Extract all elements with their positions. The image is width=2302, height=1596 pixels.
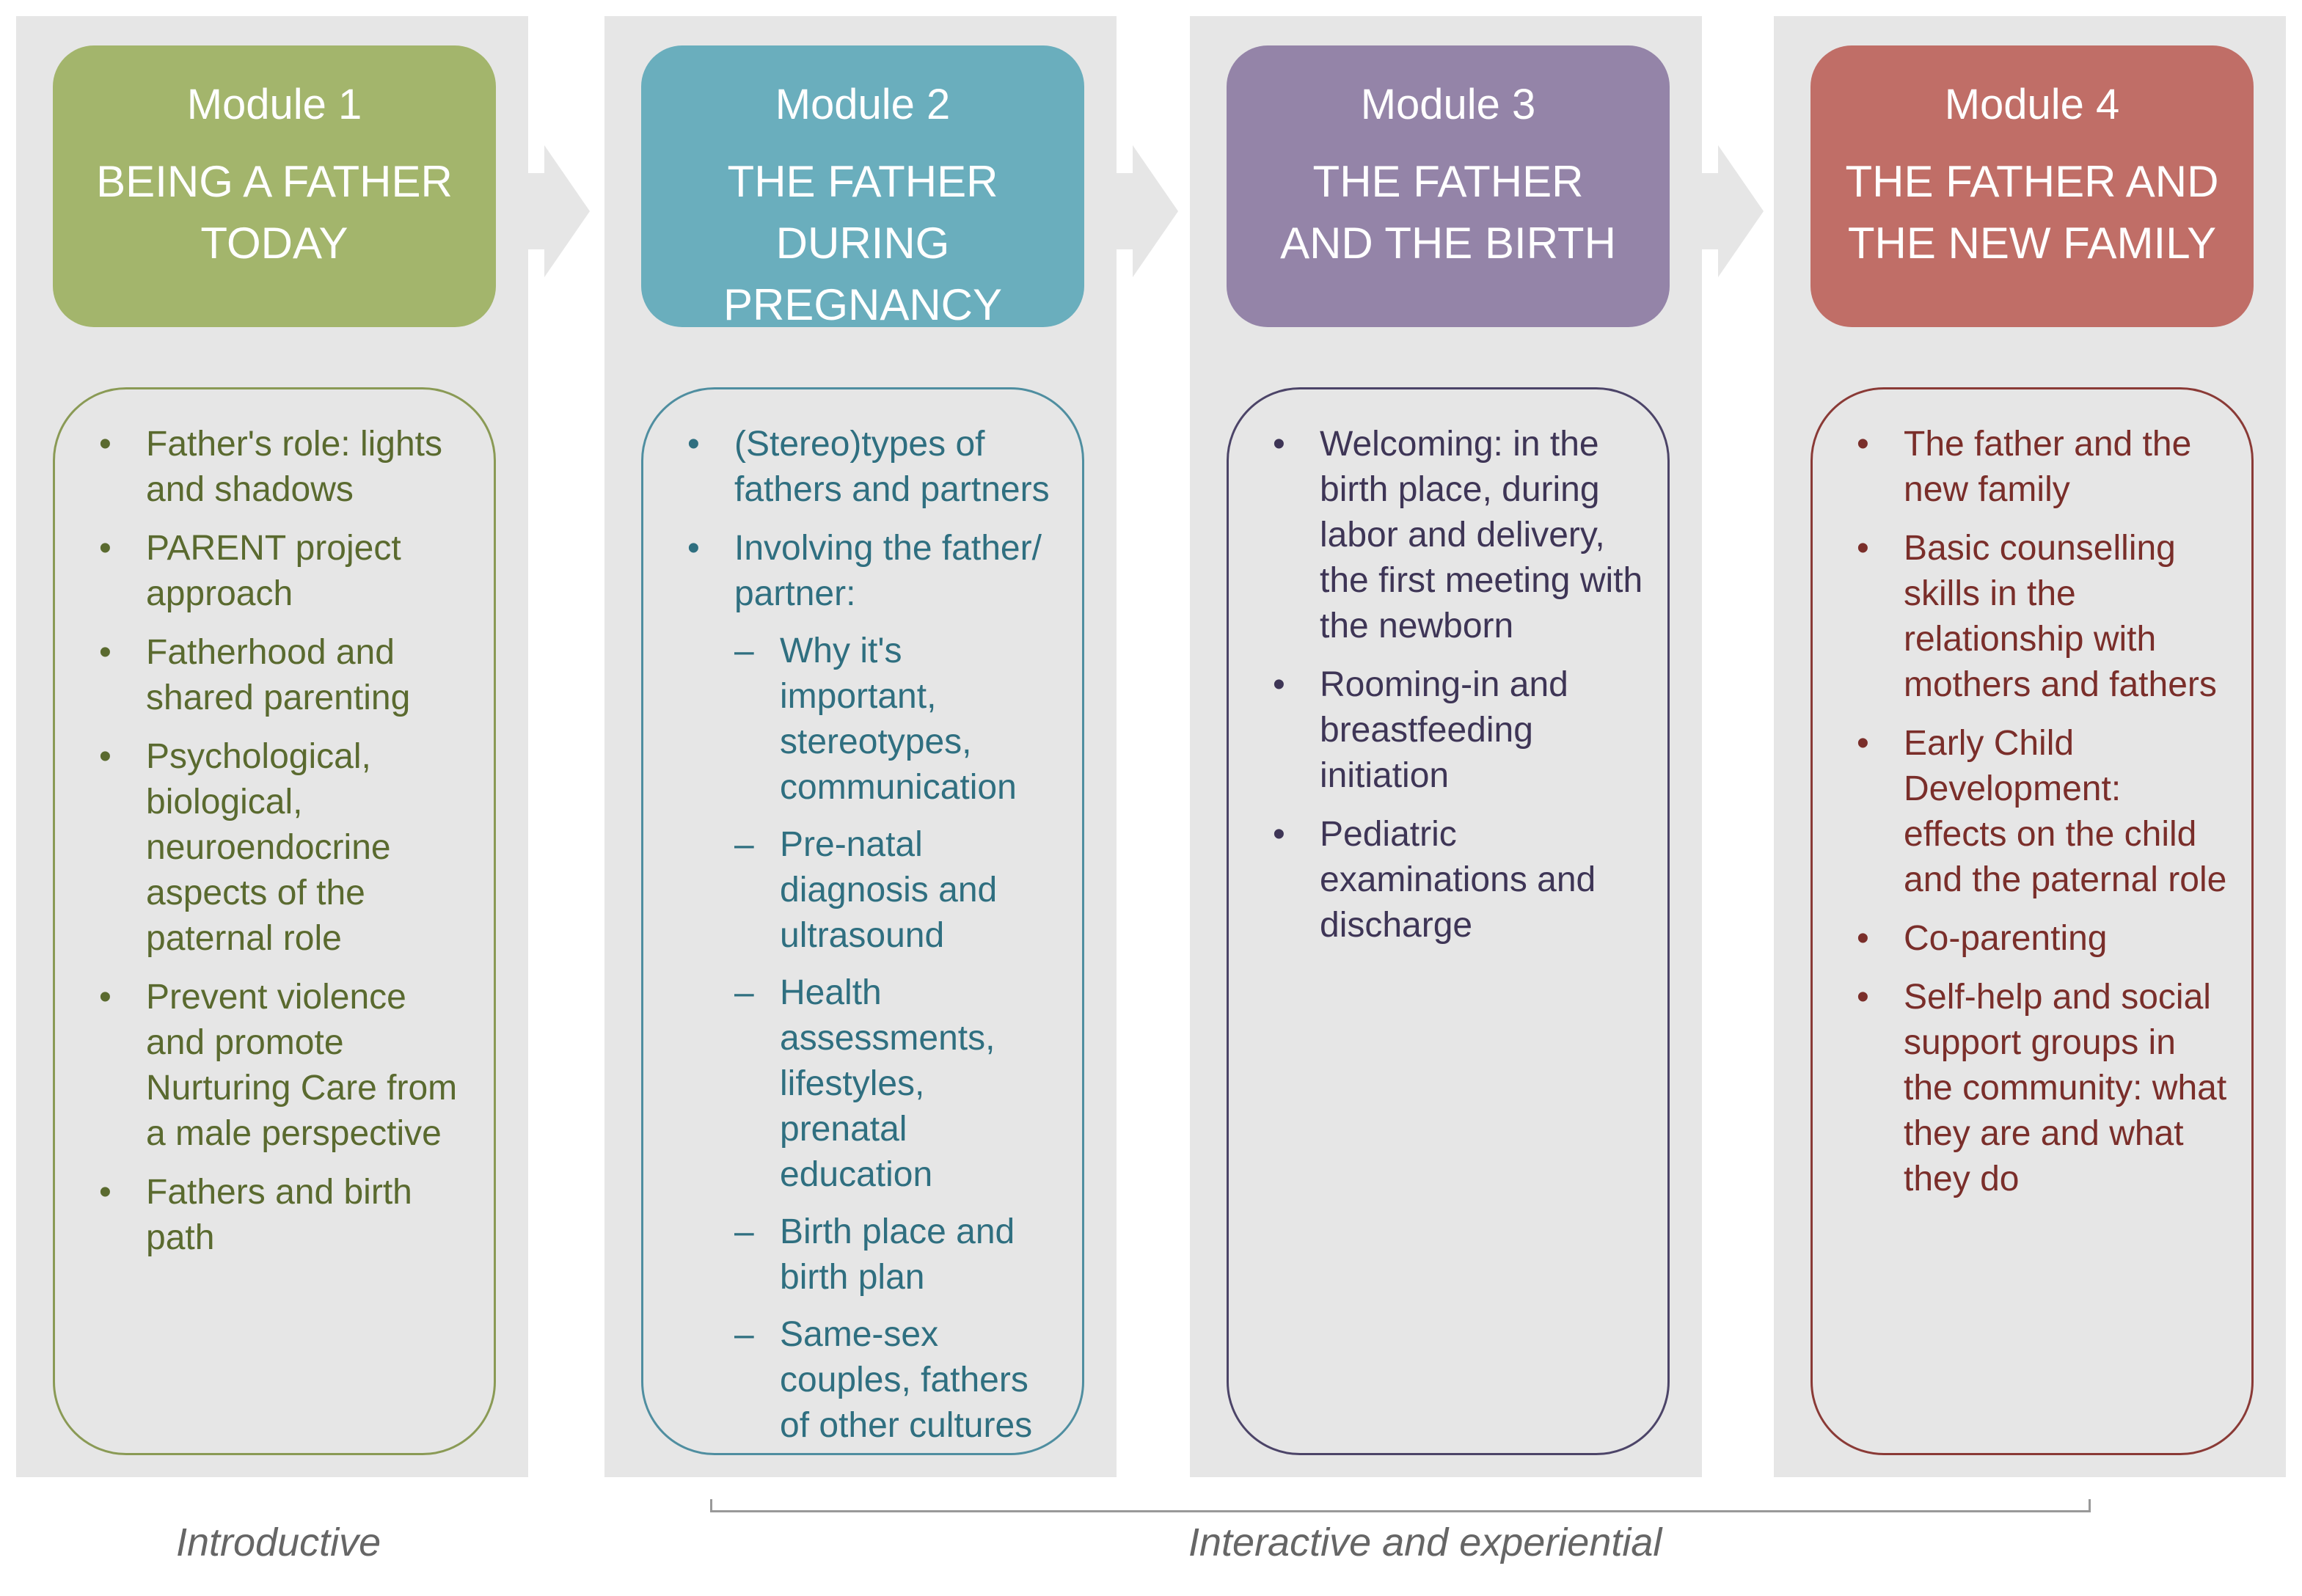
topic-item: Father's role: lights and shadows <box>98 422 472 513</box>
topic-item: The father and the new family <box>1855 422 2229 513</box>
topic-item: (Stereo)types of fathers and partners <box>686 422 1060 513</box>
topic-text: Welcoming: in the birth place, during la… <box>1320 425 1643 645</box>
flow-arrow-icon <box>544 145 590 277</box>
topic-text: Basic counselling skills in the relation… <box>1904 529 2217 704</box>
module-2-label: Module 2 <box>775 81 951 128</box>
topic-text: Involving the father/ partner: <box>734 529 1042 613</box>
footer-interactive-label: Interactive and experiential <box>1188 1520 1662 1564</box>
topic-item: Co-parenting <box>1855 916 2229 962</box>
topic-item: Fathers and birth path <box>98 1170 472 1261</box>
subtopic-item: Why it's important, stereotypes, communi… <box>734 629 1060 810</box>
module-4-column: Module 4 THE FATHER AND THE NEW FAMILY The… <box>1774 16 2286 1477</box>
topic-item: Prevent violence and promote Nurturing C… <box>98 975 472 1157</box>
topic-item: Welcoming: in the birth place, during la… <box>1271 422 1645 649</box>
module-1-header: Module 1 BEING A FATHER TODAY <box>53 45 496 327</box>
module-4-topic-list: The father and the new familyBasic couns… <box>1855 422 2229 1202</box>
topic-text: Pediatric examinations and discharge <box>1320 815 1596 945</box>
subtopic-item: Birth place and birth plan <box>734 1209 1060 1300</box>
topic-text: Fathers and birth path <box>146 1173 412 1257</box>
subtopic-item: Same-sex couples, fathers of other cultu… <box>734 1312 1060 1449</box>
module-4-header: Module 4 THE FATHER AND THE NEW FAMILY <box>1810 45 2254 327</box>
module-2-header: Module 2 THE FATHER DURING PREGNANCY <box>641 45 1084 329</box>
module-1-column: Module 1 BEING A FATHER TODAY Father's rol… <box>16 16 528 1477</box>
topic-item: Involving the father/ partner: Why it's i… <box>686 526 1060 1449</box>
topic-text: Early Child Development: effects on the … <box>1904 724 2227 899</box>
interactive-bracket <box>710 1499 2091 1512</box>
module-3-content-box: Welcoming: in the birth place, during la… <box>1227 387 1670 1455</box>
topic-text: Father's role: lights and shadows <box>146 425 442 509</box>
topic-item: Self-help and social support groups in t… <box>1855 975 2229 1202</box>
module-2-title: THE FATHER DURING PREGNANCY <box>723 157 1003 329</box>
topic-text: Co-parenting <box>1904 919 2108 958</box>
module-2-content-box: (Stereo)types of fathers and partnersInv… <box>641 387 1084 1455</box>
topic-text: Fatherhood and shared parenting <box>146 633 411 717</box>
flow-arrow-stem <box>528 173 544 249</box>
subtopic-item: Health assessments, lifestyles, prenatal… <box>734 970 1060 1198</box>
topic-text: Rooming-in and breastfeeding initiation <box>1320 665 1568 795</box>
subtopic-list: Why it's important, stereotypes, communi… <box>734 629 1060 1449</box>
module-3-label: Module 3 <box>1360 81 1536 128</box>
module-1-content-box: Father's role: lights and shadowsPARENT … <box>53 387 496 1455</box>
flow-arrow-icon <box>1718 145 1764 277</box>
topic-item: Pediatric examinations and discharge <box>1271 812 1645 948</box>
topic-item: Basic counselling skills in the relation… <box>1855 526 2229 708</box>
module-1-label: Module 1 <box>186 81 362 128</box>
module-1-topic-list: Father's role: lights and shadowsPARENT … <box>98 422 472 1261</box>
topic-text: Prevent violence and promote Nurturing C… <box>146 978 458 1153</box>
topic-item: Psychological, biological, neuroendocrin… <box>98 734 472 962</box>
module-4-title: THE FATHER AND THE NEW FAMILY <box>1845 157 2219 268</box>
topic-text: The father and the new family <box>1904 425 2192 509</box>
topic-item: Rooming-in and breastfeeding initiation <box>1271 662 1645 799</box>
module-4-label: Module 4 <box>1944 81 2120 128</box>
topic-item: Fatherhood and shared parenting <box>98 630 472 721</box>
module-3-topic-list: Welcoming: in the birth place, during la… <box>1271 422 1645 948</box>
module-2-column: Module 2 THE FATHER DURING PREGNANCY (Ster… <box>604 16 1117 1477</box>
module-2-topic-list: (Stereo)types of fathers and partnersInv… <box>686 422 1060 1449</box>
module-1-title: BEING A FATHER TODAY <box>96 157 453 268</box>
topic-text: PARENT project approach <box>146 529 401 613</box>
footer-introductive-label: Introductive <box>176 1520 381 1564</box>
module-3-title: THE FATHER AND THE BIRTH <box>1280 157 1616 268</box>
flow-arrow-stem <box>1702 173 1718 249</box>
topic-text: Psychological, biological, neuroendocrin… <box>146 737 391 958</box>
flow-arrow-icon <box>1133 145 1178 277</box>
topic-text: (Stereo)types of fathers and partners <box>734 425 1050 509</box>
subtopic-item: Pre-natal diagnosis and ultrasound <box>734 822 1060 959</box>
module-4-content-box: The father and the new familyBasic couns… <box>1810 387 2254 1455</box>
flow-arrow-stem <box>1117 173 1133 249</box>
module-3-header: Module 3 THE FATHER AND THE BIRTH <box>1227 45 1670 327</box>
module-3-column: Module 3 THE FATHER AND THE BIRTH Welcomin… <box>1190 16 1702 1477</box>
topic-text: Self-help and social support groups in t… <box>1904 978 2227 1198</box>
topic-item: Early Child Development: effects on the … <box>1855 721 2229 903</box>
topic-item: PARENT project approach <box>98 526 472 617</box>
